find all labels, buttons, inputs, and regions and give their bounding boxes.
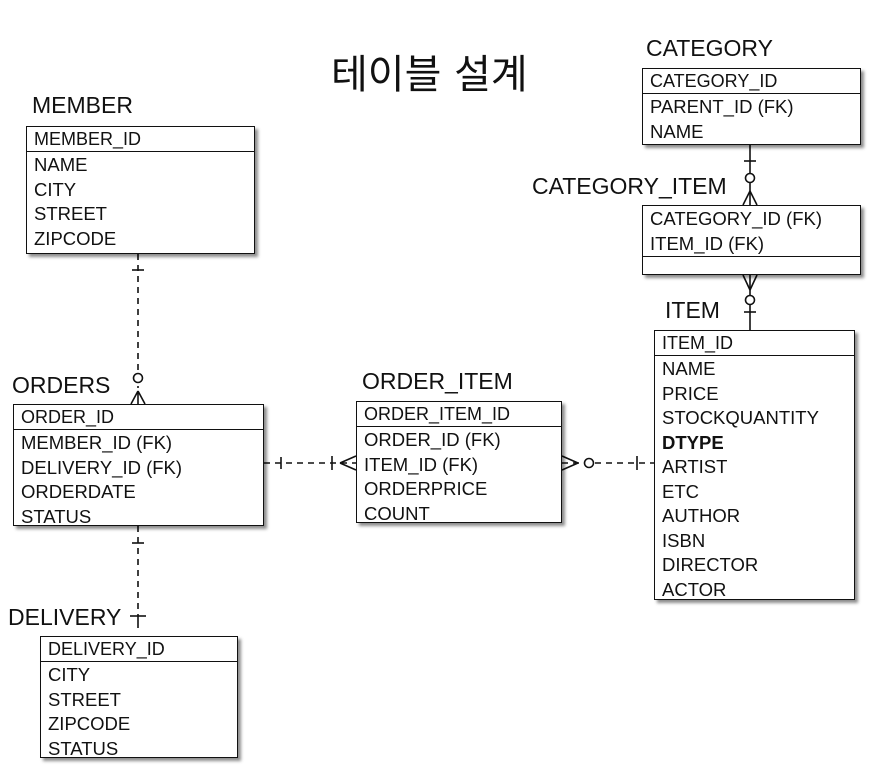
key-attribute: ITEM_ID (FK) <box>650 232 765 254</box>
entity-name-orders: ORDERS <box>12 372 111 398</box>
attribute: ZIPCODE <box>48 713 131 734</box>
attribute: ORDER_ID (FK) <box>364 429 501 450</box>
empty-section <box>643 256 860 257</box>
attribute: STOCKQUANTITY <box>662 407 819 428</box>
rel-item-categoryitem <box>742 274 758 330</box>
entity-category-item: CATEGORY_ID (FK) ITEM_ID (FK) <box>642 205 861 275</box>
attribute: COUNT <box>364 502 430 524</box>
rel-member-orders <box>130 254 146 405</box>
rel-category-categoryitem <box>742 145 758 206</box>
entity-name-order-item: ORDER_ITEM <box>362 368 513 394</box>
attribute: PRICE <box>662 382 719 404</box>
primary-key: ORDER_ID <box>14 405 263 430</box>
key-attribute: CATEGORY_ID (FK) <box>650 208 823 229</box>
attribute: NAME <box>662 358 716 379</box>
attribute: MEMBER_ID (FK) <box>21 432 173 453</box>
attribute: DIRECTOR <box>662 554 759 575</box>
attribute: AUTHOR <box>662 505 741 526</box>
attribute: STATUS <box>21 505 92 527</box>
primary-key: DELIVERY_ID <box>41 637 237 662</box>
attribute: PARENT_ID (FK) <box>650 96 794 117</box>
attribute: CITY <box>48 664 91 685</box>
primary-key: MEMBER_ID <box>27 127 254 152</box>
attribute: STATUS <box>48 737 119 759</box>
entity-name-member: MEMBER <box>32 92 133 118</box>
attribute: DELIVERY_ID (FK) <box>21 456 183 478</box>
rel-orderitem-item <box>561 455 654 471</box>
diagram-title: 테이블 설계 <box>331 52 528 98</box>
attribute: ORDERDATE <box>21 481 136 502</box>
rel-orders-orderitem <box>264 455 357 471</box>
entity-member: MEMBER_ID NAME CITY STREET ZIPCODE <box>26 126 255 254</box>
attribute: NAME <box>650 120 704 142</box>
primary-key: ORDER_ITEM_ID <box>357 402 561 427</box>
attribute: STREET <box>34 203 107 224</box>
entity-item: ITEM_ID NAME PRICE STOCKQUANTITY DTYPE A… <box>654 330 855 600</box>
entity-delivery: DELIVERY_ID CITY STREET ZIPCODE STATUS <box>40 636 238 759</box>
discriminator-attribute: DTYPE <box>662 431 724 453</box>
attribute: STREET <box>48 688 121 710</box>
attribute: ORDERPRICE <box>364 478 488 499</box>
rel-orders-delivery <box>130 526 146 628</box>
entity-name-delivery: DELIVERY <box>8 604 122 630</box>
entity-category: CATEGORY_ID PARENT_ID (FK) NAME <box>642 68 861 145</box>
entity-orders: ORDER_ID MEMBER_ID (FK) DELIVERY_ID (FK)… <box>13 404 264 527</box>
attribute: NAME <box>34 154 88 175</box>
attribute: ZIPCODE <box>34 227 117 249</box>
attribute: ITEM_ID (FK) <box>364 453 479 475</box>
entity-order-item: ORDER_ITEM_ID ORDER_ID (FK) ITEM_ID (FK)… <box>356 401 562 524</box>
primary-key: ITEM_ID <box>655 331 854 356</box>
attribute: ISBN <box>662 529 706 551</box>
attribute: ARTIST <box>662 456 728 477</box>
entity-name-item: ITEM <box>665 297 720 323</box>
primary-key: CATEGORY_ID <box>643 69 860 94</box>
entity-name-category-item: CATEGORY_ITEM <box>532 173 727 199</box>
attribute: ETC <box>662 480 699 502</box>
attribute: CITY <box>34 178 77 200</box>
entity-name-category: CATEGORY <box>646 35 773 61</box>
attribute: ACTOR <box>662 578 727 600</box>
